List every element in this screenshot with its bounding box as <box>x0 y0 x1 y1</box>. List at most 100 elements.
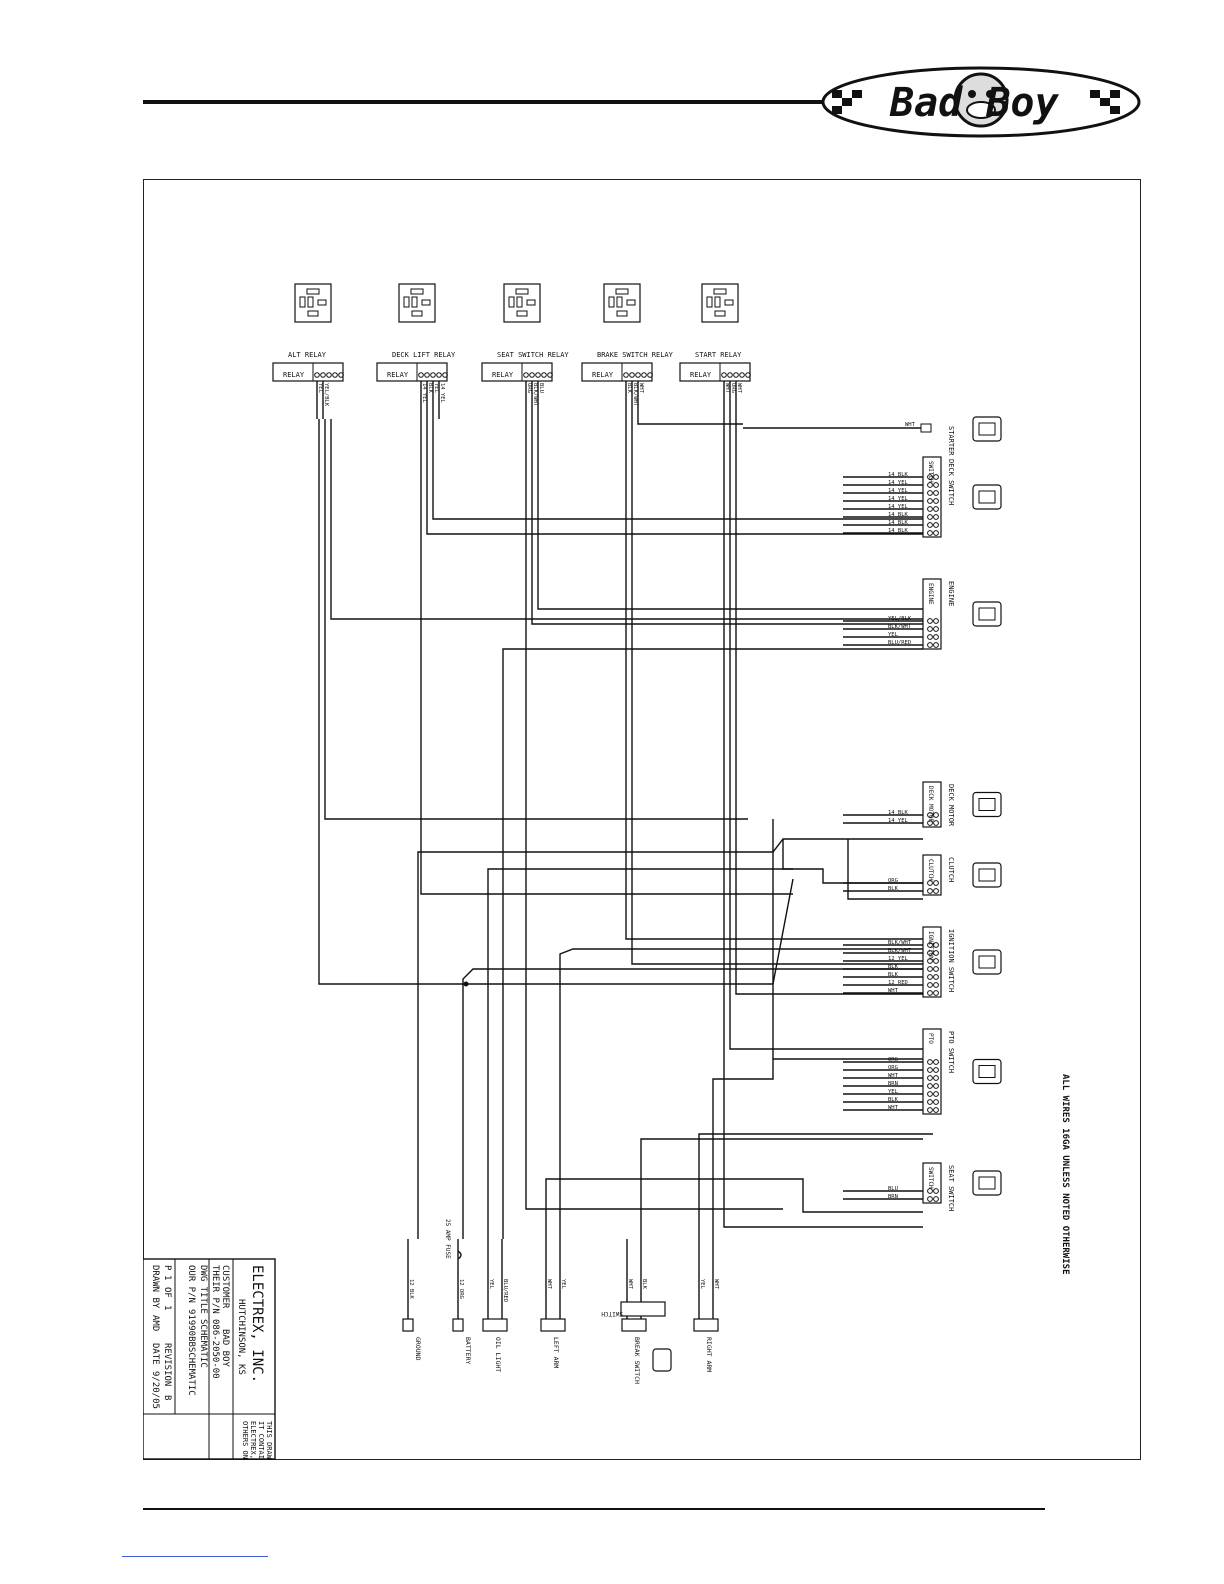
relay-box-label: RELAY <box>690 371 712 379</box>
component-name: PTO SWITCH <box>947 1031 955 1073</box>
footer-rule <box>143 1508 1045 1510</box>
wire-label: WHT <box>736 383 742 394</box>
drawn-by-value: AMD <box>150 1315 160 1331</box>
wire-label: BLK <box>888 886 899 892</box>
wire-label: 14 YEL <box>439 383 445 404</box>
wire-label: 14 YEL <box>888 480 909 486</box>
component-name: DECK MOTOR <box>947 784 955 827</box>
wire-label: BLK <box>888 964 899 970</box>
wire-label: YEL/BLK <box>888 616 912 622</box>
component-box-label: ENGINE <box>927 583 934 605</box>
wire-label: BLU/RED <box>888 640 911 646</box>
component-name: DECK SWITCH <box>947 459 955 505</box>
splice <box>463 981 469 987</box>
wire-label: 14 BLK <box>888 512 909 518</box>
component-box-label: CLUTCH <box>927 859 934 881</box>
wire-label: 14 BLK <box>888 528 909 534</box>
svg-text:CUSTOMER: CUSTOMER <box>220 1265 230 1309</box>
relay-label: DECK LIFT RELAY <box>392 351 456 359</box>
relay-label: ALT RELAY <box>288 351 327 359</box>
wire-label: 12 YEL <box>888 956 909 962</box>
svg-text:DATE: DATE <box>150 1343 160 1365</box>
company-location: HUTCHINSON, KS <box>236 1299 246 1375</box>
relay-socket-2 <box>503 283 541 323</box>
terminal <box>452 1318 464 1332</box>
wire-label: BLK <box>427 383 433 394</box>
wire-label: WHT <box>627 1279 633 1290</box>
svg-text:1: 1 <box>162 1305 172 1310</box>
svg-text:THIS DRAWING AND THE INFORMATI: THIS DRAWING AND THE INFORMATION <box>265 1421 273 1460</box>
wire-gauge-note: ALL WIRES 16GA UNLESS NOTED OTHERWISE <box>1060 1074 1070 1274</box>
wire-label: 14 BLK <box>888 810 909 816</box>
relay-label: START RELAY <box>695 351 742 359</box>
svg-text:P: P <box>162 1265 172 1271</box>
wire-label: BRN <box>888 1194 898 1200</box>
components: ALT RELAY RELAY YEL YEL/BLK DECK LIFT RELAY R… <box>272 283 1002 1384</box>
component-box-label: PTO <box>927 1033 934 1044</box>
wire-label: BLK <box>626 383 632 394</box>
wire-label: WHT <box>905 422 916 428</box>
wire-label: WHT <box>713 1279 719 1290</box>
wire-label: YEL <box>699 1279 705 1290</box>
device-pictogram <box>972 1058 1002 1085</box>
svg-text:OF: OF <box>162 1287 172 1298</box>
svg-text:IT CONTAINS ARE THE PROPERTY O: IT CONTAINS ARE THE PROPERTY OF <box>257 1421 265 1460</box>
wire-label: WHT <box>888 1105 899 1111</box>
device-pictogram <box>972 1170 1002 1196</box>
component-name: BREAK SWITCH <box>633 1337 641 1384</box>
component-name: SEAT SWITCH <box>947 1165 955 1211</box>
our-pn-value: 91990BBSCHEMATIC <box>186 1309 196 1396</box>
wire-label: 14 YEL <box>888 488 909 494</box>
svg-text:1: 1 <box>162 1275 172 1280</box>
wire-label: BLK/WHT <box>888 948 912 954</box>
wire-label: BLK <box>888 972 899 978</box>
wire-label: 14 YEL <box>421 383 427 404</box>
wire-label: BLU/RED <box>502 1279 508 1302</box>
component-name: LEFT ARM <box>552 1337 560 1368</box>
wire-label: YEL <box>560 1279 566 1290</box>
dwg-title-value: SCHEMATIC <box>198 1319 208 1368</box>
wire-label: 14 YEL <box>888 818 909 824</box>
component-name: ENGINE <box>947 581 955 606</box>
date-value: 9/20/05 <box>150 1371 160 1409</box>
relay-socket-1 <box>398 283 436 323</box>
their-pn-value: 086-2050-00 <box>210 1319 220 1379</box>
wire-label: BLU <box>538 383 544 393</box>
wire-label: WHT <box>724 383 730 394</box>
logo-text: Bad Boy <box>889 80 1059 126</box>
component-box-label: SWITCH <box>927 1167 934 1189</box>
terminal <box>621 1318 647 1332</box>
relay-socket-3 <box>603 283 641 323</box>
wire-label: BLK/WHT <box>532 383 538 407</box>
svg-text:OUR P/N: OUR P/N <box>186 1265 196 1303</box>
device-pictogram <box>972 791 1002 818</box>
terminal <box>482 1318 508 1332</box>
relay-label: SEAT SWITCH RELAY <box>497 351 569 359</box>
svg-text:REVISION: REVISION <box>162 1343 172 1386</box>
device-pictogram <box>972 862 1002 888</box>
svg-text:DRAWN BY: DRAWN BY <box>150 1265 160 1309</box>
wire-label: WHT <box>638 383 644 394</box>
relay-box-label: RELAY <box>283 371 305 379</box>
device-pictogram <box>972 949 1002 975</box>
component-box-label: SWITCH <box>927 461 934 483</box>
wire-label: BLK/WHT <box>888 624 912 630</box>
wire-label: YEL/BLK <box>323 383 329 407</box>
wire-label: WHT <box>888 988 899 994</box>
wire-label: 14 BLK <box>888 520 909 526</box>
relay-box-label: RELAY <box>592 371 614 379</box>
wire-label: ORG <box>730 383 736 393</box>
bad-boy-logo: Bad Boy <box>821 66 1141 138</box>
wire-label: YEL <box>433 383 439 394</box>
wire-label: 14 YEL <box>888 504 909 510</box>
wire-label: ORG <box>888 878 898 884</box>
